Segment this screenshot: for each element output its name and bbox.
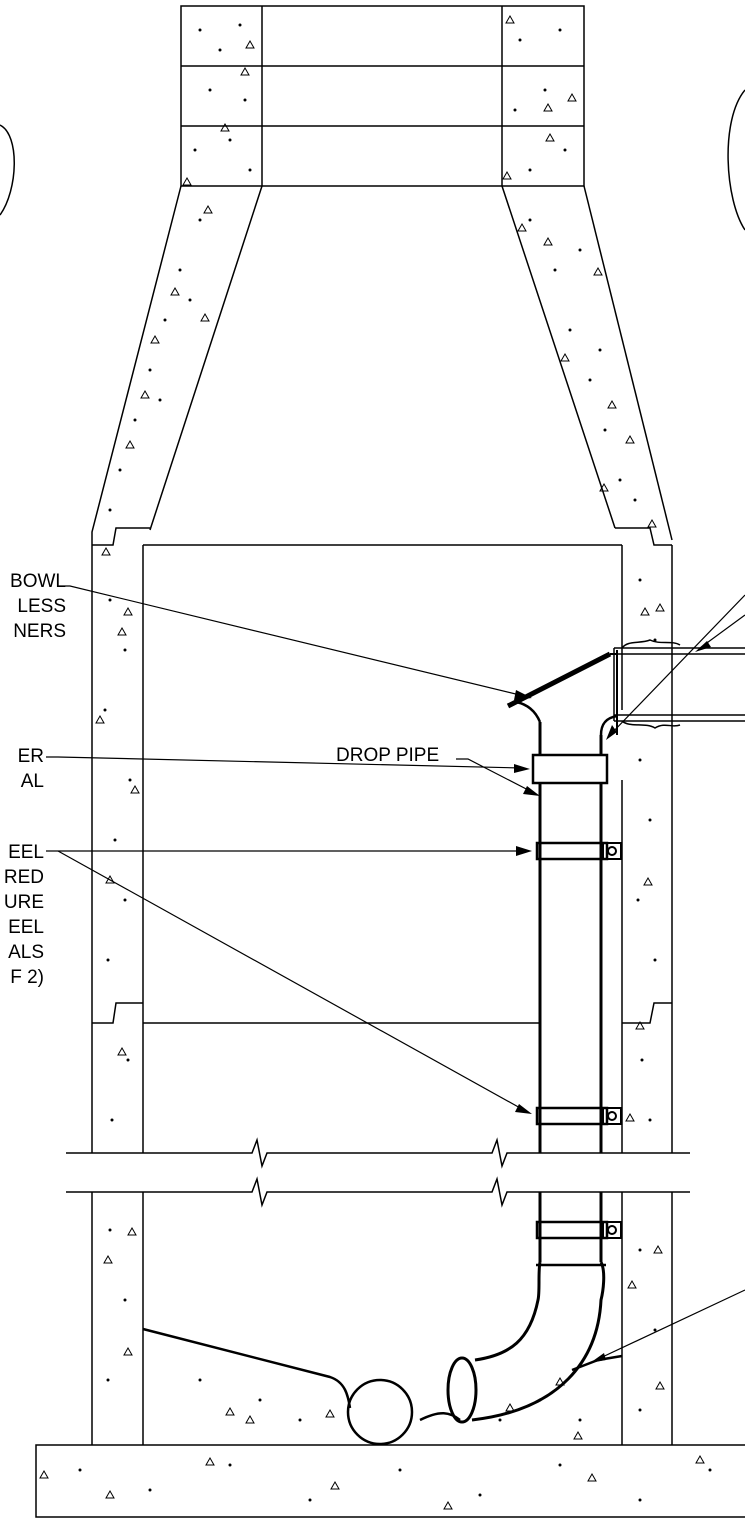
- leader-lines: [46, 585, 745, 1361]
- riser-walls-lower: [91, 1192, 673, 1445]
- strap-label-line: F 2): [10, 967, 44, 988]
- bowl-label-line: NERS: [13, 621, 66, 642]
- strap-label-line: ALS: [8, 942, 44, 963]
- concrete-stipple: [78, 23, 712, 1502]
- eccentric-cone: [91, 185, 673, 546]
- strap-label-line: URE: [3, 892, 44, 913]
- coupling-label-line: AL: [20, 771, 44, 792]
- coupling-label: ER AL: [0, 744, 44, 794]
- bowl-label-line: LESS: [17, 596, 66, 617]
- strap-label-line: EEL: [8, 917, 44, 938]
- strap-label-line: EEL: [8, 842, 44, 863]
- strap-label-line: RED: [3, 867, 44, 888]
- bowl-label: BOWL LESS NERS: [0, 569, 66, 644]
- leader-arrows: [514, 641, 711, 1363]
- coupling-label-line: ER: [17, 746, 44, 767]
- outlet-pipe: [346, 1378, 414, 1446]
- inlet-pipe: [613, 639, 745, 729]
- base-slab: [35, 1444, 745, 1518]
- bowl-label-line: BOWL: [10, 571, 66, 592]
- bench: [142, 1327, 623, 1422]
- break-lines: [66, 1137, 690, 1208]
- adjustment-rings: [180, 5, 585, 187]
- strap-label: EEL RED URE EEL ALS F 2): [0, 840, 44, 990]
- drop-pipe-label: DROP PIPE: [336, 745, 440, 766]
- detail-callout-circles: [0, 89, 745, 231]
- drop-pipe: [446, 650, 622, 1424]
- riser-walls-upper: [91, 544, 673, 1153]
